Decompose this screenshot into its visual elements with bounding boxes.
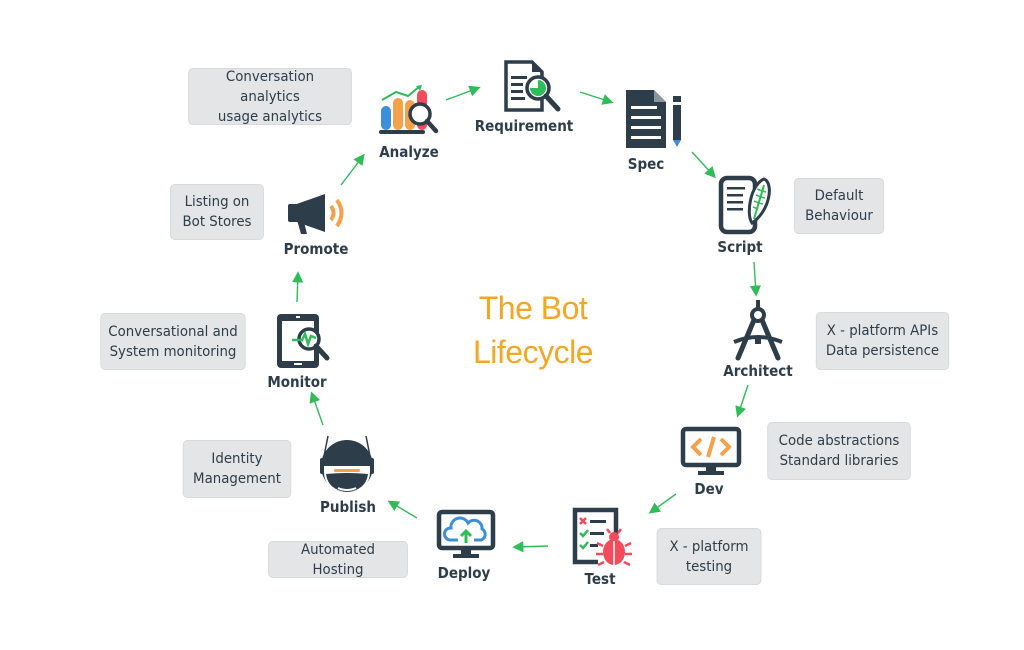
note-box-deploy: Automated Hosting bbox=[268, 541, 408, 578]
note-text-monitor: Conversational and System monitoring bbox=[108, 323, 238, 360]
arrow-requirement-spec bbox=[579, 91, 614, 105]
stage-label-deploy: Deploy bbox=[437, 564, 491, 582]
arrow-deploy-publish bbox=[387, 500, 418, 519]
tablet-monitor-icon bbox=[277, 314, 330, 368]
stage-label-publish: Publish bbox=[319, 498, 377, 516]
note-box-dev: Code abstractions Standard libraries bbox=[767, 422, 911, 480]
headset-bot-icon bbox=[320, 435, 374, 492]
stage-label-promote: Promote bbox=[283, 240, 349, 258]
arrow-publish-monitor bbox=[309, 391, 324, 426]
document-search-icon bbox=[504, 60, 561, 112]
arrow-analyze-requirement bbox=[445, 85, 481, 101]
analytics-chart-icon bbox=[379, 85, 439, 134]
stage-label-analyze: Analyze bbox=[379, 143, 439, 161]
note-text-dev: Code abstractions Standard libraries bbox=[778, 433, 900, 469]
stage-label-spec: Spec bbox=[627, 155, 665, 173]
document-pen-icon bbox=[626, 90, 681, 148]
note-text-architect: X - platform APIs Data persistence bbox=[825, 323, 940, 359]
script-quill-icon bbox=[718, 175, 771, 235]
note-box-script: Default Behaviour bbox=[793, 178, 885, 234]
diagram-title: The Bot Lifecycle bbox=[440, 286, 626, 374]
stage-label-monitor: Monitor bbox=[267, 373, 327, 391]
arrow-dev-test bbox=[648, 493, 677, 514]
stage-label-requirement: Requirement bbox=[474, 117, 574, 135]
title-line-1: The Bot bbox=[478, 290, 588, 326]
stage-label-architect: Architect bbox=[723, 362, 793, 380]
megaphone-icon bbox=[288, 194, 344, 234]
stage-label-dev: Dev bbox=[694, 480, 724, 498]
checklist-bug-icon bbox=[572, 507, 632, 567]
arrow-script-architect bbox=[749, 261, 762, 297]
arrow-spec-script bbox=[691, 151, 716, 179]
stage-label-test: Test bbox=[584, 570, 616, 588]
note-box-publish: Identity Management bbox=[182, 440, 292, 498]
note-text-script: Default Behaviour bbox=[805, 188, 873, 224]
note-text-test: X - platform testing bbox=[669, 538, 749, 575]
note-text-deploy: Automated Hosting bbox=[300, 541, 376, 578]
code-monitor-icon bbox=[680, 426, 742, 475]
cloud-upload-monitor-icon bbox=[436, 509, 496, 558]
compass-icon bbox=[733, 300, 783, 361]
note-text-analyze: Conversation analytics usage analytics bbox=[217, 68, 323, 125]
arrow-monitor-promote bbox=[292, 271, 304, 303]
arrow-test-deploy bbox=[512, 541, 549, 553]
note-box-architect: X - platform APIs Data persistence bbox=[815, 312, 950, 370]
arrow-architect-dev bbox=[735, 384, 749, 418]
title-line-2: Lifecycle bbox=[473, 334, 594, 370]
arrow-promote-analyze bbox=[340, 153, 365, 186]
note-text-promote: Listing on Bot Stores bbox=[182, 194, 252, 230]
note-box-test: X - platform testing bbox=[656, 528, 762, 585]
note-text-publish: Identity Management bbox=[193, 451, 281, 487]
note-box-monitor: Conversational and System monitoring bbox=[100, 313, 246, 370]
note-box-analyze: Conversation analytics usage analytics bbox=[188, 68, 352, 125]
stage-label-script: Script bbox=[717, 238, 763, 256]
note-box-promote: Listing on Bot Stores bbox=[170, 184, 264, 240]
